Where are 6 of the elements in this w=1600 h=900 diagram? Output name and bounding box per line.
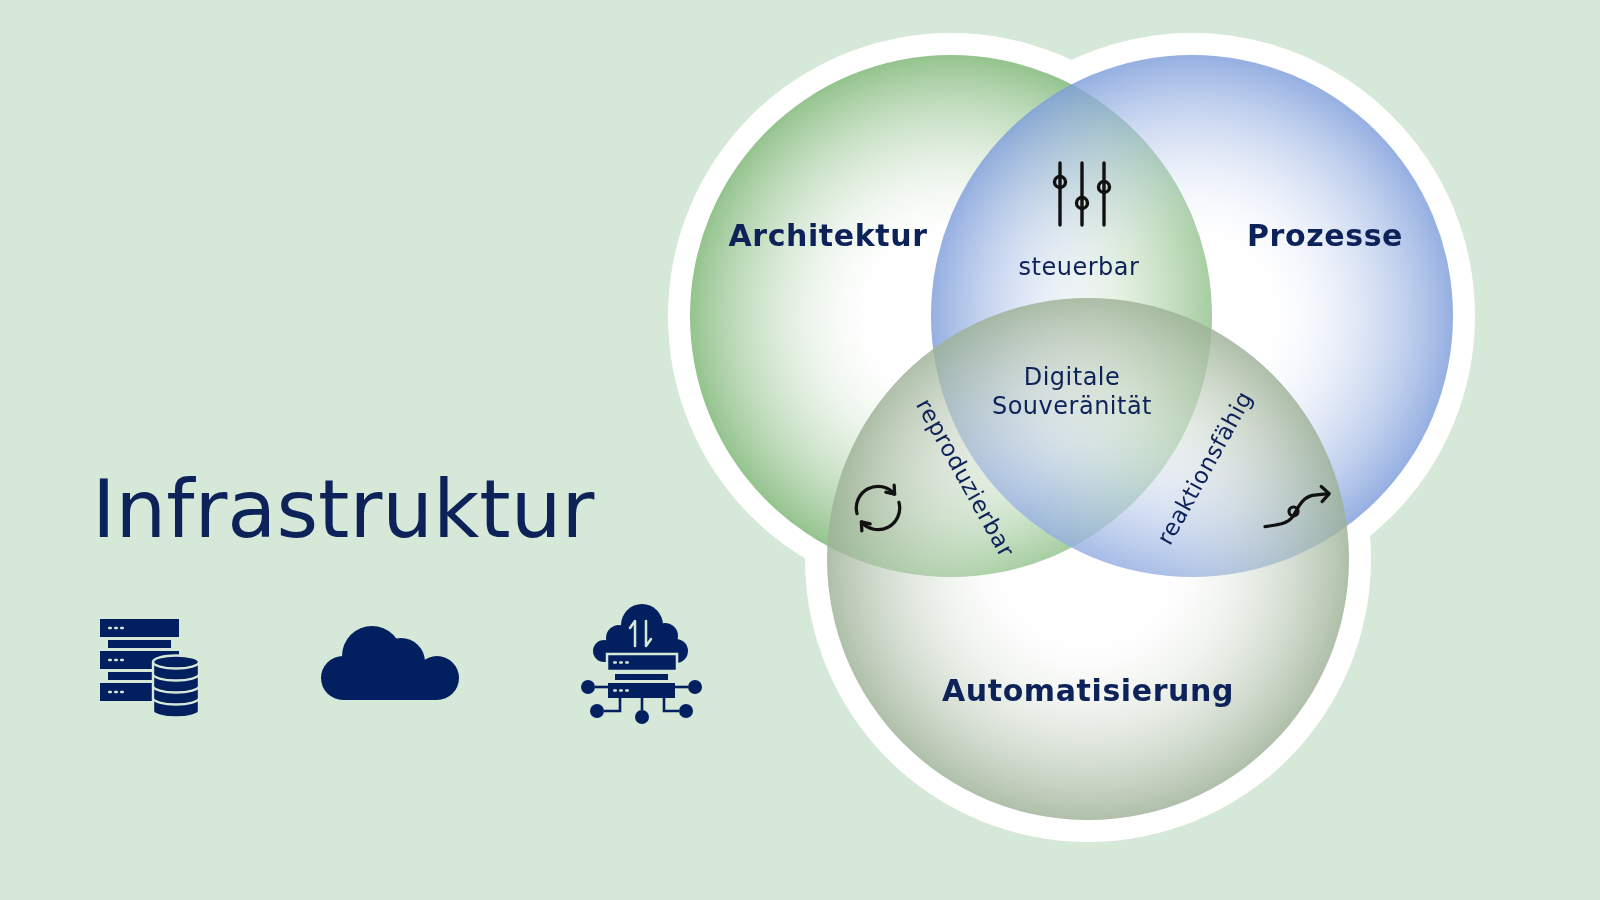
circle-label: Prozesse [1246, 218, 1404, 254]
heading: Infrastruktur [92, 470, 595, 550]
venn-circle [827, 298, 1349, 820]
circle-label: Automatisierung [941, 673, 1235, 709]
region-label: steuerbar [1018, 252, 1140, 282]
circle-label: Architektur [728, 218, 928, 254]
